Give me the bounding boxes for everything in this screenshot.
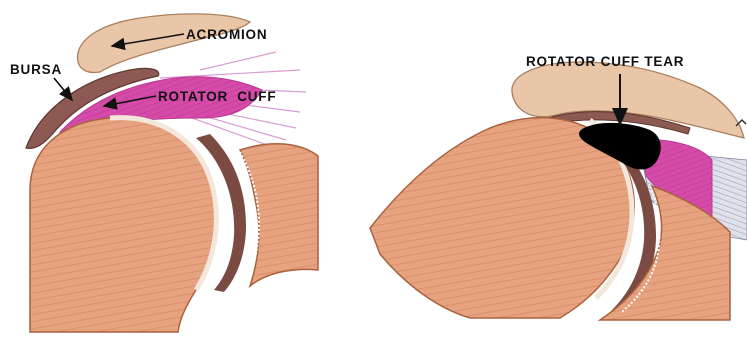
label-rotator-cuff-tear: ROTATOR CUFF TEAR [526,54,684,69]
left-glenoid [240,144,318,286]
label-bursa: BURSA [10,62,62,77]
left-humeral-head [30,118,216,332]
left-panel-normal-shoulder [26,14,318,332]
right-panel-torn-shoulder [370,62,747,320]
label-rotator-cuff: ROTATOR CUFF [158,89,276,104]
label-bursa-group: BURSA [10,62,72,100]
label-acromion: ACROMION [186,27,267,42]
